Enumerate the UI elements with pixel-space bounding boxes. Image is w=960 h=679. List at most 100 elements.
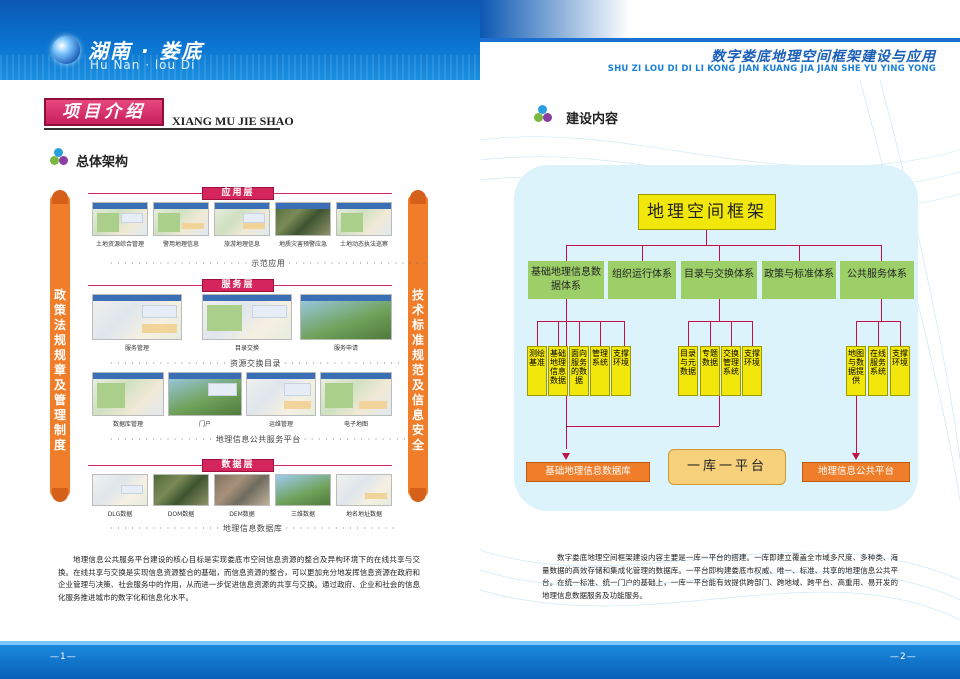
data-caption: DEM数据 [229,511,255,518]
item-catalog-metadata: 目录与元数据 [678,346,698,396]
connector [706,230,707,245]
node-basic-geo-data-system: 基础地理信息数据体系 [528,261,604,299]
node-public-service-system: 公共服务体系 [840,261,914,299]
data-thumbnail [275,474,331,506]
connector [558,321,559,346]
platform-caption: 运维管理 [268,421,293,428]
item-support-environment: 支撑环境 [890,346,910,396]
connector [710,321,711,346]
item-survey-datum: 测绘基准 [527,346,547,396]
data-thumbnail [153,474,209,506]
section-pinyin: XIANG MU JIE SHAO [172,114,294,128]
item-online-service: 在线服务系统 [868,346,888,396]
service-thumbnail [92,294,182,340]
dots-icon [50,148,68,166]
content-paragraph: 数字娄底地理空间框架建设内容主要是一库一平台的搭建。一库即建立覆盖全市域多尺度、… [542,553,898,600]
connector [878,321,879,346]
node-org-operation-system: 组织运行体系 [608,261,676,299]
demo-app-row: · · · · · · · · · · · · · · · · · · · · … [110,259,427,268]
connector [688,321,689,346]
service-thumbnail [300,294,392,340]
subheading-content: 建设内容 [566,112,619,127]
left-page: 湖南 · 娄底 Hu Nan · lou Di 项目介绍 XIANG MU JI… [0,0,480,679]
platform-caption: 电子地图 [343,421,368,428]
item-service-data: 面向服务的数据 [569,346,589,396]
item-exchange-management: 交换管理系统 [721,346,741,396]
connector [719,245,720,261]
service-thumbnail [202,294,292,340]
layer-service-tag: 服务层 [202,279,274,292]
app-caption: 土地资源综合管理 [95,241,144,248]
connector [799,245,800,261]
connector [642,245,643,261]
connector [688,321,752,322]
page-number: —1— [50,652,77,662]
connector [537,321,538,346]
section-underline [44,128,280,130]
node-one-db-one-platform: 一库一平台 [668,449,786,485]
connector [719,396,720,426]
side-standard-pillar: 技术标准规范及信息安全 [408,190,428,502]
data-caption: 三维数据 [290,511,315,518]
app-thumbnail [336,202,392,236]
connector [881,299,882,321]
section-title: 项目介绍 [44,98,164,126]
resource-catalog-row: · · · · · · · · · · · · · · · · · 资源交换目录… [110,359,401,368]
dots-icon [534,105,552,123]
item-management-system: 管理系统 [590,346,610,396]
right-title-pinyin: SHU ZI LOU DI DI LI KONG JIAN KUANG JIA … [607,64,936,74]
layer-app-tag: 应用层 [202,187,274,200]
connector [856,396,857,454]
side-policy-pillar: 政策法规规章及管理制度 [50,190,70,502]
header-strip [480,38,960,42]
connector [579,321,580,346]
node-catalog-exchange-system: 目录与交换体系 [681,261,757,299]
connector [856,321,857,346]
app-thumbnail [275,202,331,236]
connector [624,321,625,346]
connector [600,321,601,346]
data-thumbnail [336,474,392,506]
arrow-down-icon [562,453,570,460]
connector [900,321,901,346]
public-platform-row: · · · · · · · · · · · · · · · 地理信息公共服务平台… [110,435,407,444]
header-band [0,0,480,80]
connector [881,245,882,261]
footer-band [480,641,960,679]
connector [731,321,732,346]
node-framework: 地理空间框架 [638,194,776,230]
subheading-architecture: 总体架构 [76,155,129,170]
connector [719,299,720,321]
brand-title: 湖南 · 娄底 [88,39,204,63]
globe-icon [52,36,80,64]
right-page: 数字娄底地理空间框架建设与应用 SHU ZI LOU DI DI LI KONG… [480,0,960,679]
data-caption: 地名地址数据 [345,511,382,518]
app-caption: 警用地理信息 [162,241,199,248]
platform-thumbnail [320,372,392,416]
app-thumbnail [92,202,148,236]
platform-thumbnail [246,372,316,416]
connector [752,321,753,346]
data-caption: DOM数据 [167,511,195,518]
node-geo-public-platform: 地理信息公共平台 [802,462,910,482]
app-caption: 地质灾害预警应急 [278,241,327,248]
arrow-down-icon [852,453,860,460]
service-caption: 服务管理 [124,345,149,352]
service-caption: 目录交换 [234,345,259,352]
service-caption: 服务申请 [333,345,358,352]
platform-caption: 数据库管理 [112,421,143,428]
app-caption: 土地动态执法巡察 [339,241,388,248]
app-thumbnail [153,202,209,236]
item-map-data-provision: 地图与数据提供 [846,346,866,396]
brand-pinyin: Hu Nan · lou Di [90,58,196,72]
footer-band [0,641,480,679]
data-caption: DLG数据 [107,511,133,518]
platform-caption: 门户 [198,421,211,428]
node-policy-standard-system: 政策与标准体系 [762,261,836,299]
data-thumbnail [92,474,148,506]
node-basic-geo-database: 基础地理信息数据库 [526,462,650,482]
header-decoration [480,0,630,40]
app-caption: 旅游地理信息 [223,241,260,248]
item-support-environment: 支撑环境 [611,346,631,396]
page-number: —2— [890,652,917,662]
